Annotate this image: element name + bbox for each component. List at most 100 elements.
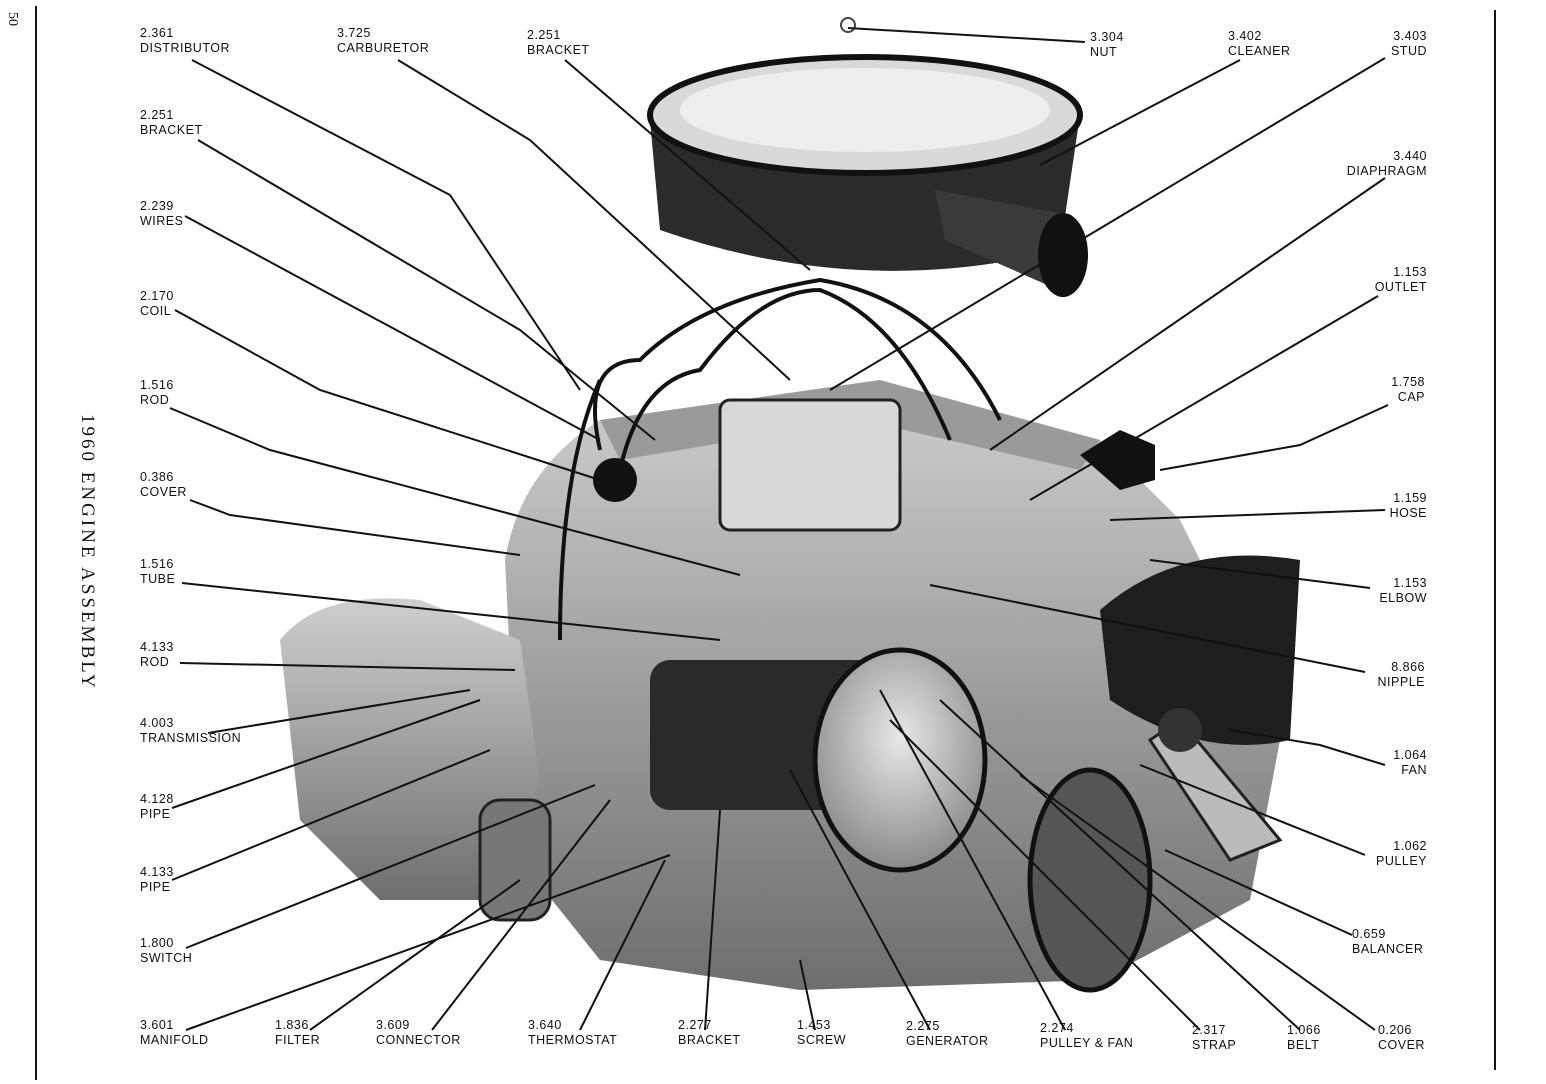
engine-block-drawing [505, 277, 1300, 993]
part-name: SWITCH [140, 951, 193, 965]
part-number: 0.386 [140, 470, 174, 484]
part-number: 1.516 [140, 557, 174, 571]
part-number: 1.153 [1393, 265, 1427, 279]
part-number: 1.159 [1393, 491, 1427, 505]
part-name: CAP [1397, 390, 1425, 404]
part-name: NUT [1090, 45, 1118, 59]
part-number: 2.251 [140, 108, 174, 122]
part-name: ROD [140, 655, 170, 669]
leader-lines [169, 27, 1389, 1031]
part-number: 4.128 [140, 792, 174, 806]
part-number: 2.277 [678, 1018, 712, 1032]
part-name: COVER [1378, 1038, 1425, 1052]
part-number: 1.066 [1287, 1023, 1321, 1037]
part-name: CLEANER [1228, 44, 1291, 58]
part-number: 1.516 [140, 378, 174, 392]
part-name: BRACKET [527, 43, 590, 57]
part-name: ELBOW [1379, 591, 1427, 605]
part-name: TRANSMISSION [140, 731, 242, 745]
part-name: FAN [1401, 763, 1427, 777]
part-name: PIPE [140, 807, 171, 821]
part-name: BRACKET [140, 123, 203, 137]
part-number: 2.251 [527, 28, 561, 42]
part-name: TUBE [140, 572, 176, 586]
part-number: 1.800 [140, 936, 174, 950]
part-number: 8.866 [1391, 660, 1425, 674]
part-name: NIPPLE [1377, 675, 1425, 689]
part-number: 1.758 [1391, 375, 1425, 389]
part-number: 3.609 [376, 1018, 410, 1032]
part-name: COIL [140, 304, 172, 318]
part-name: BALANCER [1352, 942, 1424, 956]
part-number: 2.274 [1040, 1021, 1074, 1035]
part-name: CONNECTOR [376, 1033, 461, 1047]
part-name: CARBURETOR [337, 41, 430, 55]
part-name: STUD [1390, 44, 1427, 58]
part-number: 1.836 [275, 1018, 309, 1032]
part-number: 3.725 [337, 26, 371, 40]
part-number: 4.133 [140, 640, 174, 654]
part-number: 2.239 [140, 199, 174, 213]
part-name: WIRES [140, 214, 184, 228]
part-name: HOSE [1389, 506, 1427, 520]
part-number: 4.003 [140, 716, 174, 730]
part-number: 3.304 [1090, 30, 1124, 44]
part-name: BRACKET [678, 1033, 741, 1047]
part-name: MANIFOLD [140, 1033, 209, 1047]
part-name: DISTRIBUTOR [140, 41, 230, 55]
part-number: 0.659 [1352, 927, 1386, 941]
part-number: 3.403 [1393, 29, 1427, 43]
part-name: COVER [140, 485, 187, 499]
part-number: 3.601 [140, 1018, 174, 1032]
part-number: 3.440 [1393, 149, 1427, 163]
right-margin-rule [1494, 10, 1496, 1070]
part-number: 2.275 [906, 1019, 940, 1033]
part-number: 2.361 [140, 26, 174, 40]
part-name: OUTLET [1374, 280, 1427, 294]
part-name: PULLEY & FAN [1040, 1036, 1134, 1050]
part-number: 3.640 [528, 1018, 562, 1032]
part-name: FILTER [275, 1033, 321, 1047]
part-number: 1.153 [1393, 576, 1427, 590]
part-name: BELT [1287, 1038, 1320, 1052]
part-name: GENERATOR [906, 1034, 989, 1048]
part-number: 1.064 [1393, 748, 1427, 762]
part-name: THERMOSTAT [528, 1033, 618, 1047]
part-number: 2.170 [140, 289, 174, 303]
